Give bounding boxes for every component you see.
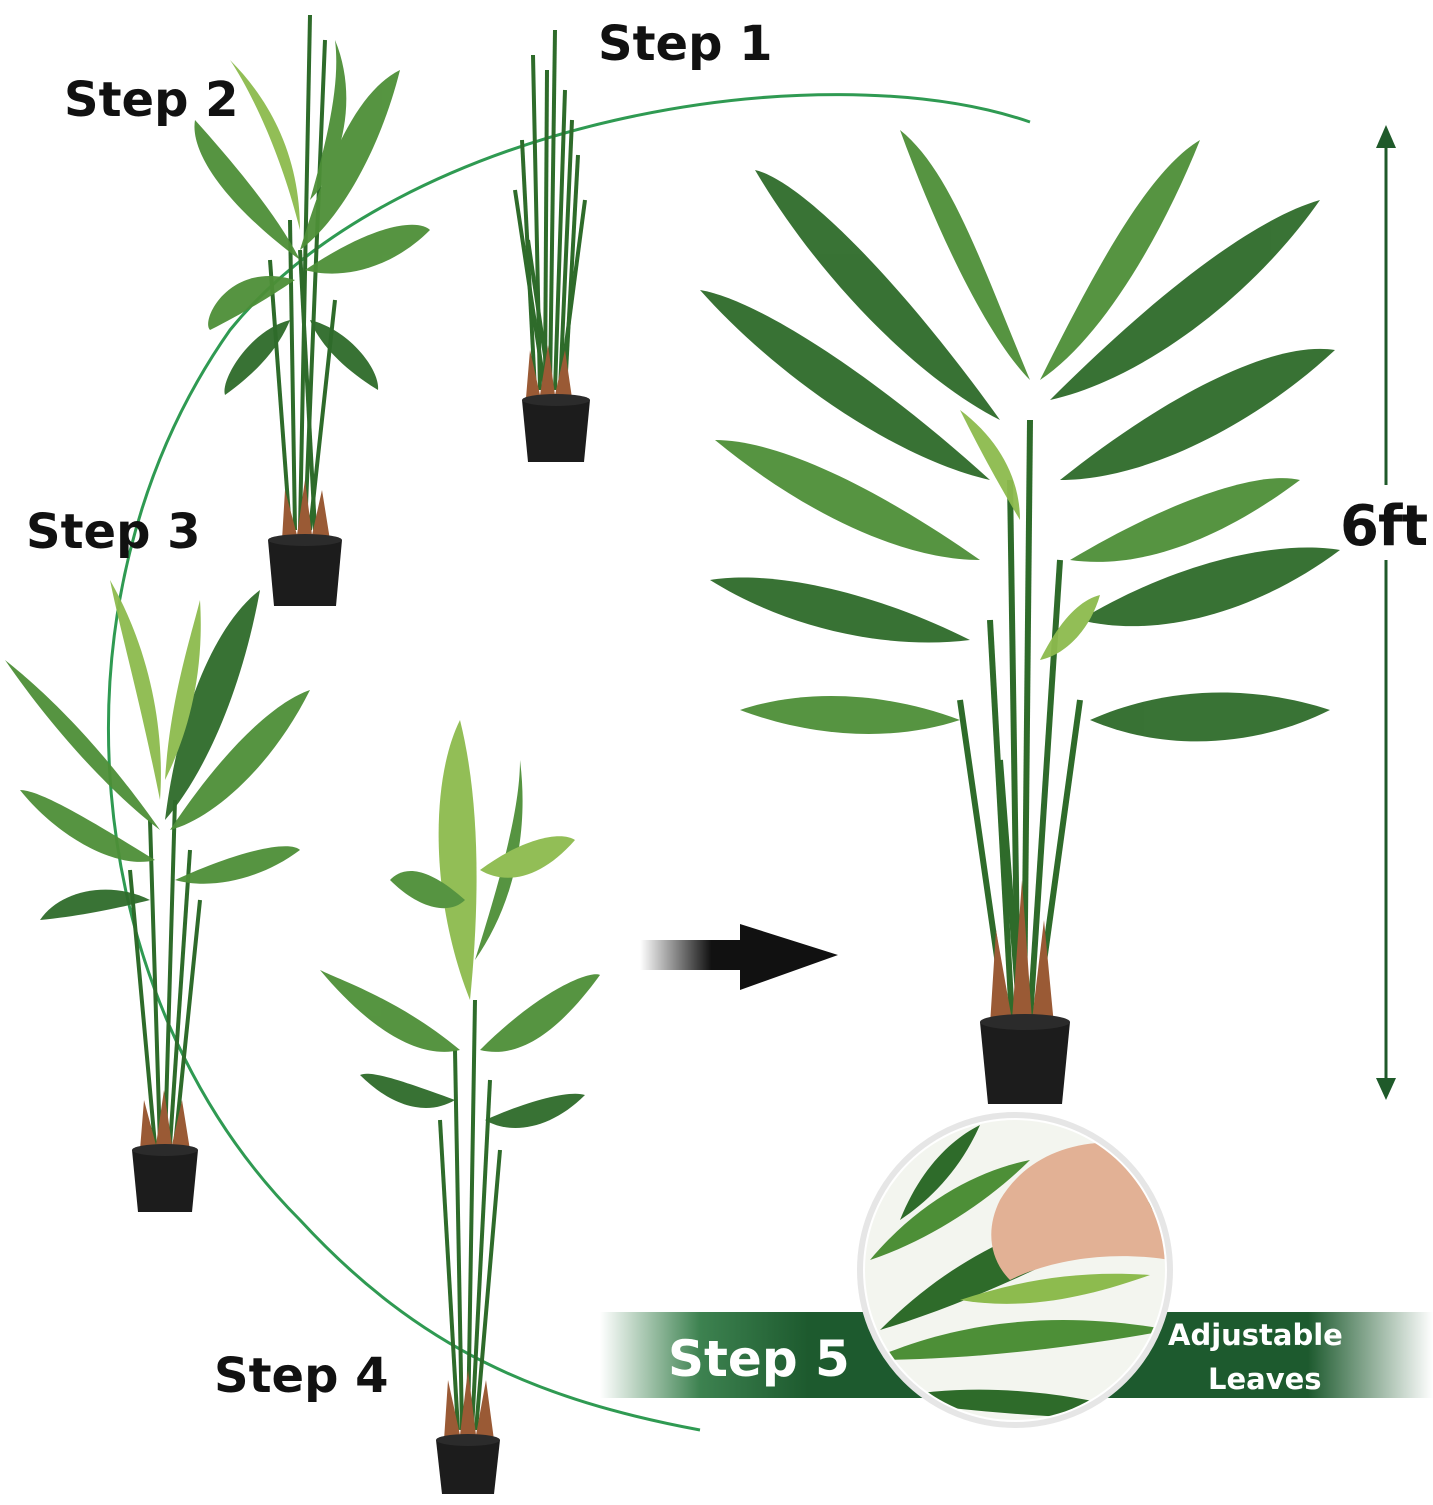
- leaf-detail-circle: [857, 1112, 1173, 1428]
- step1-plant: [513, 29, 590, 462]
- progress-arrow: [640, 924, 838, 990]
- feature-line1: Adjustable: [1168, 1318, 1343, 1352]
- step3-plant: [5, 580, 310, 1212]
- feature-line2: Leaves: [1208, 1362, 1322, 1396]
- step2-plant: [194, 14, 430, 606]
- height-arrow: [1376, 125, 1396, 1100]
- step3-label: Step 3: [26, 504, 201, 560]
- height-label: 6ft: [1340, 494, 1428, 559]
- progress-arc: [107, 93, 1031, 1432]
- step5-label: Step 5: [668, 1330, 850, 1388]
- final-plant: [700, 130, 1340, 1104]
- step4-plant: [320, 720, 600, 1494]
- hand: [991, 1142, 1165, 1280]
- step4-label: Step 4: [214, 1348, 389, 1404]
- step1-label: Step 1: [598, 16, 773, 72]
- step2-label: Step 2: [64, 72, 239, 128]
